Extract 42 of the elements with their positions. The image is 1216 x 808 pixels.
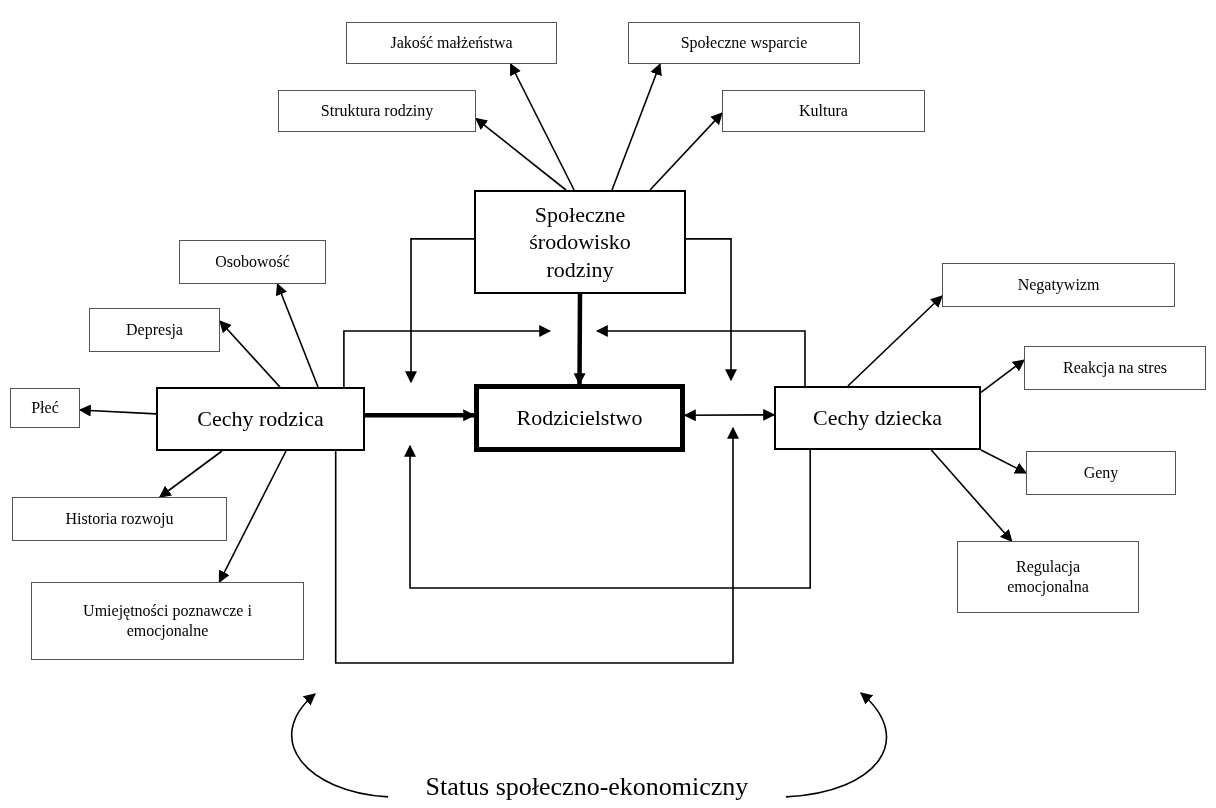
process-box: Negatywizm — [942, 263, 1175, 307]
arrow — [980, 359, 1025, 394]
process-box: Jakość małżeństwa — [346, 22, 557, 64]
arrow — [573, 294, 586, 386]
arrow — [219, 320, 281, 388]
process-box: Społeczne środowisko rodziny — [474, 190, 686, 294]
arrow — [334, 426, 739, 664]
process-box: Reakcja na stres — [1024, 346, 1206, 390]
process-box: Regulacja emocjonalna — [957, 541, 1139, 613]
arrow — [475, 117, 567, 191]
arrow — [649, 112, 723, 191]
process-box: Historia rozwoju — [12, 497, 227, 541]
process-box: Rodzicielstwo — [474, 384, 685, 452]
process-box: Płeć — [10, 388, 80, 428]
arrow — [405, 238, 475, 384]
arrow — [78, 404, 157, 417]
process-box: Społeczne wsparcie — [628, 22, 860, 64]
arrow — [404, 444, 811, 589]
process-box: Cechy rodzica — [156, 387, 365, 451]
arrow — [611, 62, 662, 191]
process-box: Umiejętności poznawcze i emocjonalne — [31, 582, 304, 660]
arrow — [785, 692, 888, 798]
text-label: Status społeczno-ekonomiczny — [392, 770, 782, 804]
arrow — [291, 693, 389, 798]
arrow — [930, 449, 1013, 542]
arrow — [509, 62, 575, 191]
process-box: Osobowość — [179, 240, 326, 284]
arrow — [343, 325, 552, 388]
arrow — [218, 450, 287, 584]
arrow — [365, 409, 476, 422]
process-box: Kultura — [722, 90, 925, 132]
process-box: Struktura rodziny — [278, 90, 476, 132]
arrow — [275, 282, 319, 388]
arrow — [685, 238, 737, 382]
arrow — [847, 295, 943, 387]
arrow — [158, 450, 223, 498]
arrow — [683, 408, 776, 422]
arrow — [980, 449, 1028, 474]
process-box: Geny — [1026, 451, 1176, 495]
process-box: Depresja — [89, 308, 220, 352]
arrow — [595, 325, 806, 387]
process-box: Cechy dziecka — [774, 386, 981, 450]
